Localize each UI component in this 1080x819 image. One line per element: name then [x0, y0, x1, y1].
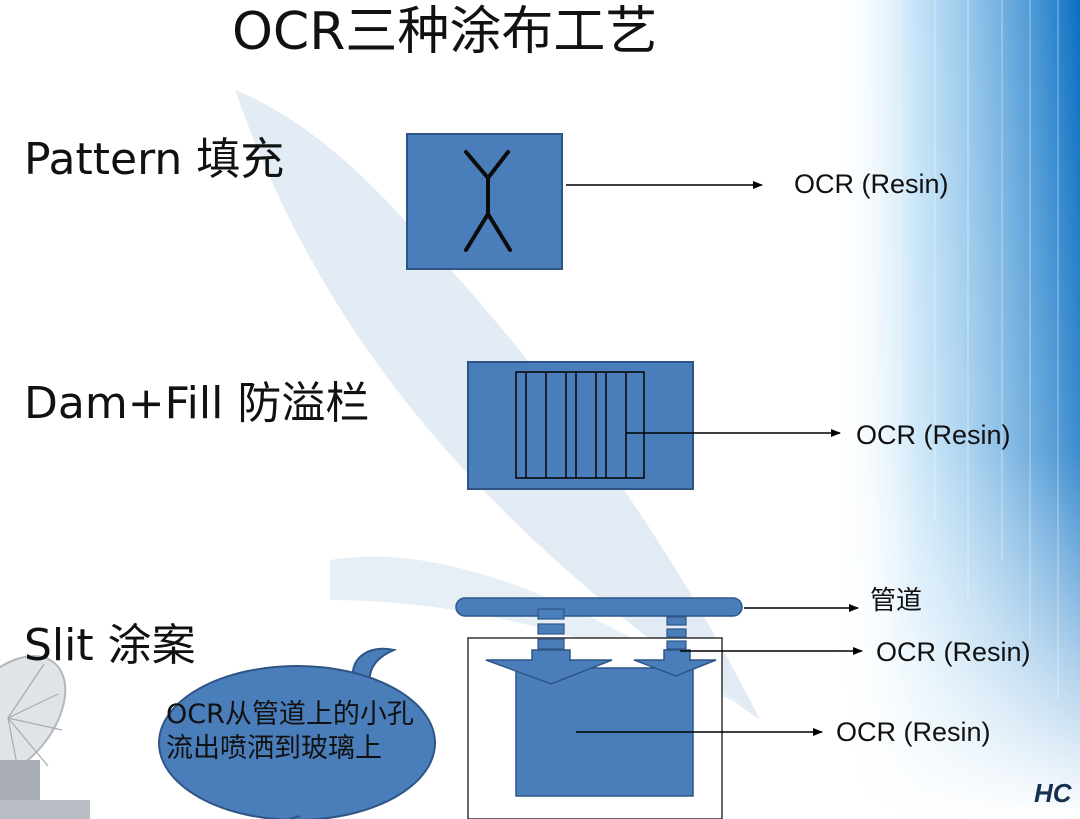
dam-barrier-lines [515, 371, 645, 479]
slit-diagram [455, 597, 863, 819]
slit-resin-label-bottom: OCR (Resin) [836, 717, 991, 747]
slit-flow-arrow-left [485, 649, 613, 685]
dam-fill-label: Dam+Fill 防溢栏 [24, 378, 370, 429]
pattern-resin-label: OCR (Resin) [794, 169, 949, 199]
callout-text: OCR从管道上的小孔流出喷洒到玻璃上 [166, 699, 414, 764]
dam-fill-diagram [467, 361, 841, 490]
slide-title: OCR三种涂布工艺 [232, 2, 658, 62]
company-logo: HC [1034, 778, 1072, 808]
background-tech-stripes [830, 0, 1080, 819]
slit-resin-label-top: OCR (Resin) [876, 637, 1031, 667]
slit-label: Slit 涂案 [24, 620, 196, 671]
dam-glass-panel [467, 361, 694, 490]
callout-bubble [158, 647, 436, 819]
slit-nozzle-left [537, 608, 565, 650]
slit-pipe-label: 管道 [870, 586, 923, 616]
pattern-label: Pattern 填充 [24, 134, 285, 185]
satellite-dish-image [0, 655, 90, 819]
pattern-glass-panel [406, 133, 563, 270]
dam-resin-label: OCR (Resin) [856, 420, 1011, 450]
slit-pipe [455, 597, 743, 617]
pattern-x-glue-path [464, 150, 512, 252]
pattern-diagram [406, 133, 763, 270]
